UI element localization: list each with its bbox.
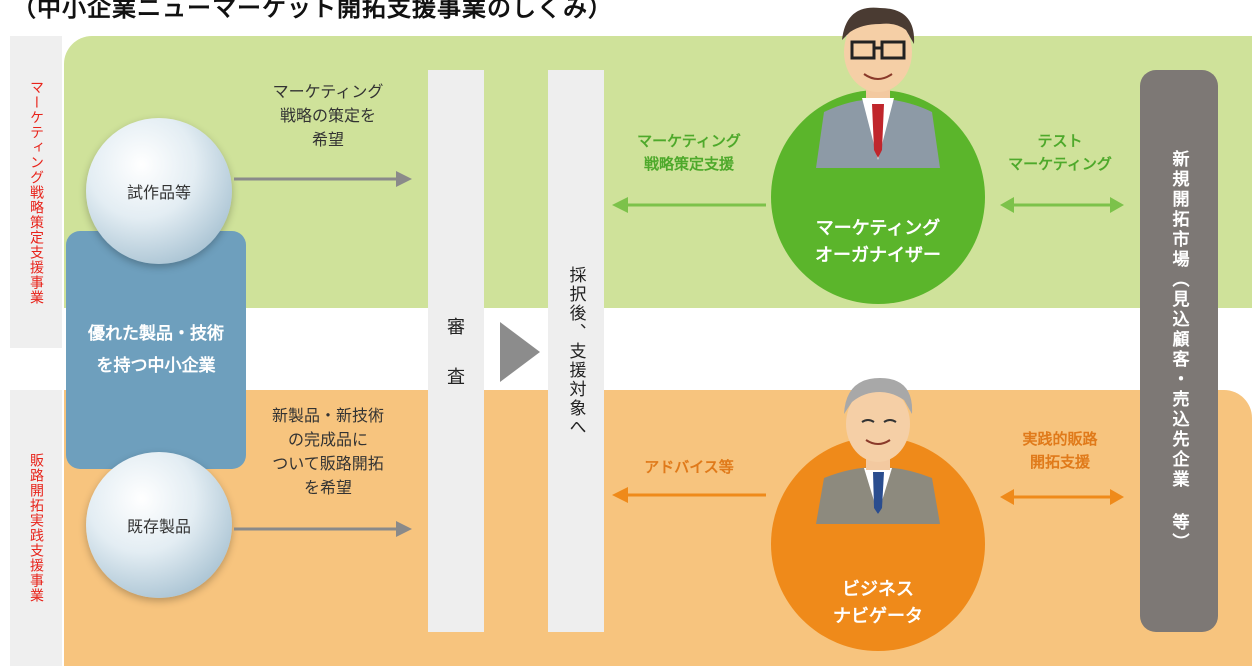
note-marketing-request: マーケティング 戦略の策定を 希望 — [238, 80, 418, 152]
orange-advice-label: アドバイス等 — [644, 458, 734, 476]
label-line: マーケティング — [637, 132, 741, 150]
label-line: 開拓支援 — [1029, 452, 1090, 471]
new-market-label: 新規開拓市場（見込顧客・売込先企業 等） — [1168, 149, 1189, 553]
note-line: マーケティング — [272, 82, 384, 101]
sme-line-2: を持つ中小企業 — [96, 356, 216, 376]
role-line: オーガナイザー — [815, 245, 941, 266]
note-line: の完成品に — [287, 430, 368, 449]
page-title: （中小企業ニューマーケット開拓支援事業のしくみ） — [12, 0, 613, 22]
label-line: 戦略策定支援 — [643, 154, 734, 173]
note-line: ついて販路開拓 — [272, 454, 384, 473]
arrow-right-icon — [234, 521, 412, 537]
arrow-left-icon — [612, 197, 766, 213]
side-label-sales: 販路開拓実践支援事業 — [10, 390, 62, 666]
double-arrow-icon — [1000, 197, 1124, 213]
play-triangle-icon — [500, 322, 540, 382]
sphere-prototype: 試作品等 — [86, 118, 232, 264]
label-line: 実践的販路 — [1022, 430, 1098, 448]
sme-line-1: 優れた製品・技術 — [88, 323, 224, 344]
adopted-label: 採択後、支援対象へ — [565, 265, 586, 437]
side-label-marketing: マーケティング戦略策定支援事業 — [10, 36, 62, 348]
note-line: 戦略の策定を — [279, 106, 376, 125]
arrow-left-icon — [612, 487, 766, 503]
adopted-pillar: 採択後、支援対象へ — [548, 70, 604, 632]
double-arrow-icon — [1000, 489, 1124, 505]
role-line: マーケティング — [815, 218, 941, 239]
review-char-1: 審 — [447, 317, 465, 338]
sphere-prototype-label: 試作品等 — [126, 183, 191, 202]
note-sales-request: 新製品・新技術 の完成品に ついて販路開拓 を希望 — [238, 404, 418, 500]
sphere-existing-label: 既存製品 — [126, 517, 191, 536]
sphere-existing: 既存製品 — [86, 452, 232, 598]
marketing-band — [64, 36, 1252, 308]
review-char-2: 査 — [447, 367, 465, 388]
label-line: テスト — [1037, 132, 1083, 150]
role-line: ビジネス — [842, 579, 914, 600]
arrow-right-icon — [234, 171, 412, 187]
note-line: を希望 — [303, 478, 352, 497]
orange-practice-label: 実践的販路 開拓支援 — [990, 428, 1130, 473]
note-line: 希望 — [311, 130, 344, 149]
role-line: ナビゲータ — [833, 606, 923, 627]
organizer-person-icon — [816, 7, 940, 168]
review-pillar: 審 査 — [428, 70, 484, 632]
note-line: 新製品・新技術 — [271, 406, 384, 425]
navigator-person-icon — [816, 378, 940, 524]
green-test-label: テスト マーケティング — [990, 130, 1130, 175]
sme-box: 優れた製品・技術 を持つ中小企業 — [66, 231, 246, 469]
new-market-bar: 新規開拓市場（見込顧客・売込先企業 等） — [1140, 70, 1218, 632]
label-line: マーケティング — [1008, 154, 1112, 173]
green-support-label: マーケティング 戦略策定支援 — [608, 130, 770, 175]
